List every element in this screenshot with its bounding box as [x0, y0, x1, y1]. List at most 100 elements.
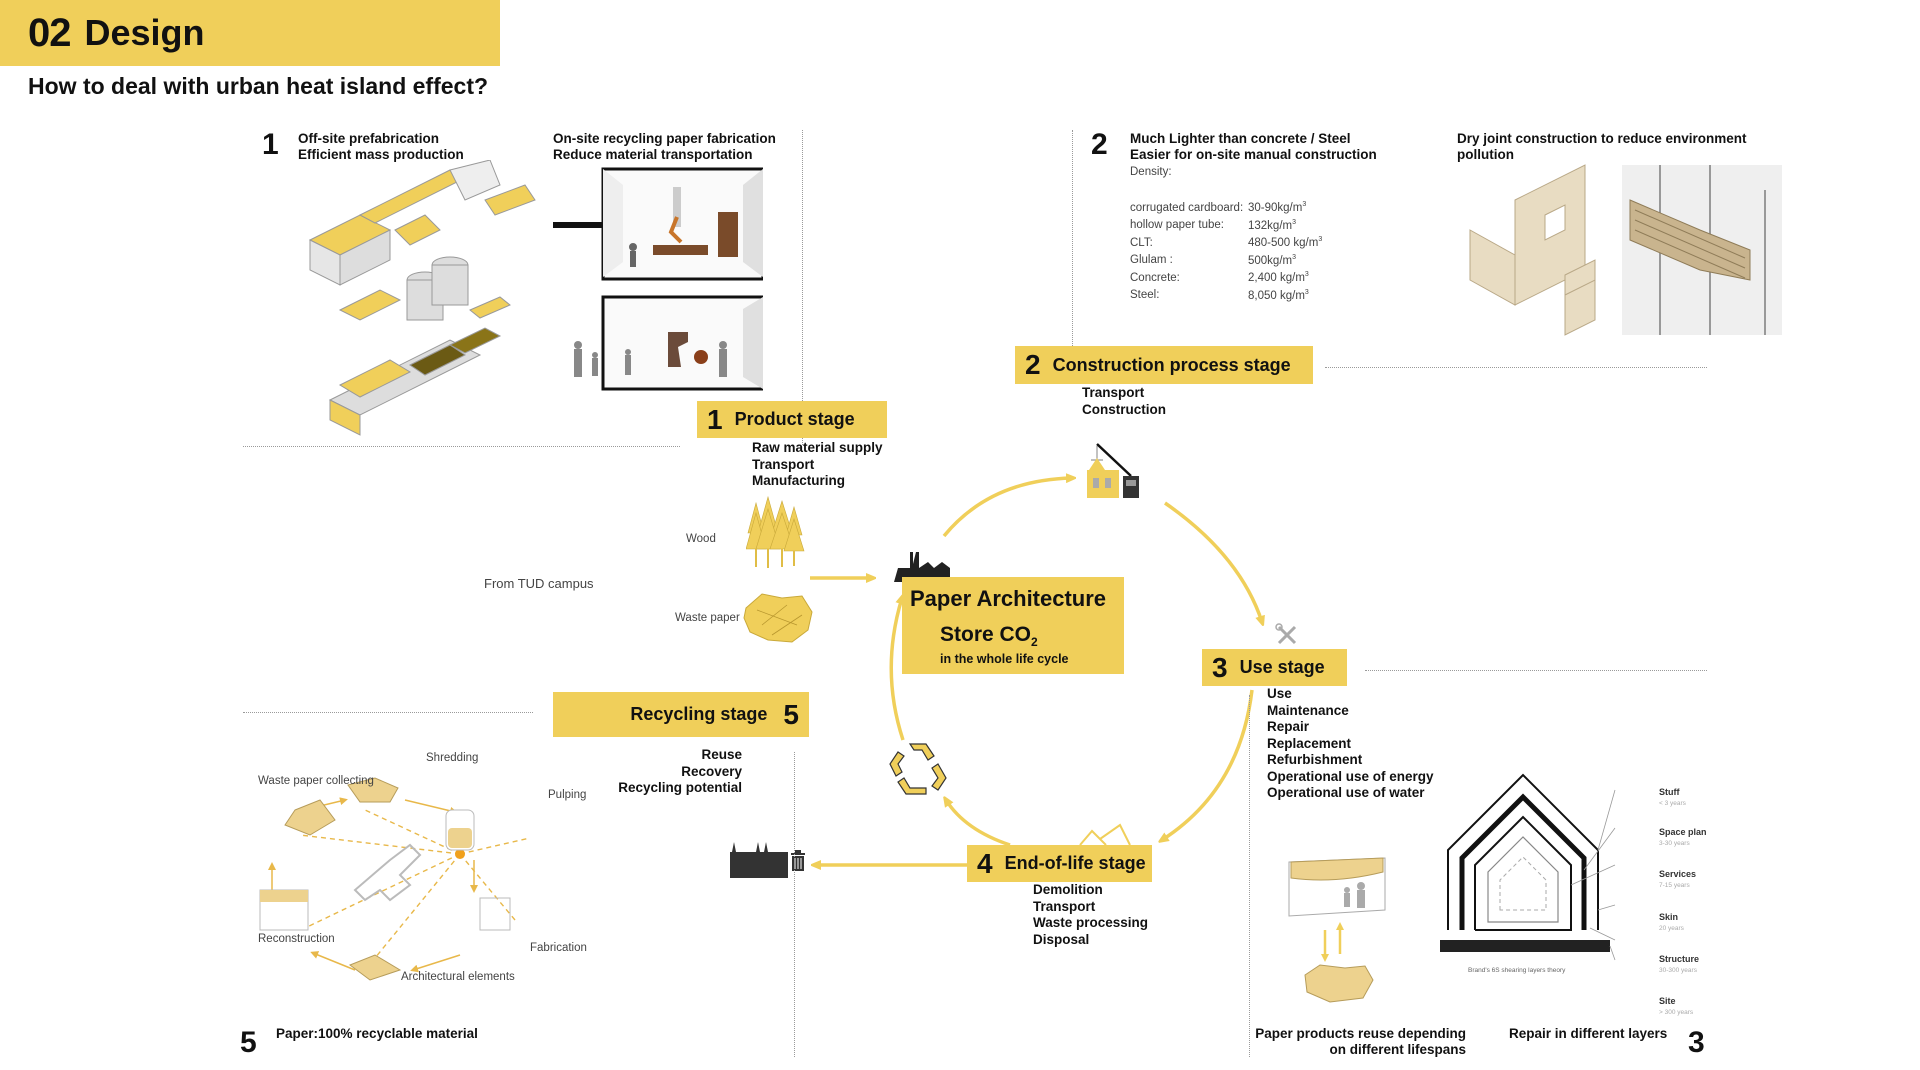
- stage-number: 4: [977, 847, 993, 879]
- stage-item: Refurbishment: [1267, 752, 1363, 767]
- section2-text: Much Lighter than concrete / Steel Easie…: [1130, 131, 1377, 163]
- stage-recycling: Recycling stage 5: [553, 692, 809, 737]
- trash-icon: [791, 850, 805, 871]
- section2-number: 2: [1091, 128, 1108, 161]
- density-row: Steel:8,050 kg/m3: [1130, 288, 1309, 302]
- stage-construction: 2 Construction process stage: [1015, 346, 1313, 384]
- stage-use-items: Use Maintenance Repair Replacement Refur…: [1267, 686, 1434, 802]
- crane-house-icon: [1087, 443, 1139, 498]
- stage-construction-items: Transport Construction: [1082, 385, 1166, 418]
- text-line: pollution: [1457, 147, 1514, 162]
- arrow-product-to-construction: [942, 478, 1072, 538]
- divider-horizontal: [243, 712, 533, 713]
- stage-item: Transport: [1082, 385, 1145, 400]
- stage-item: Transport: [1033, 898, 1096, 914]
- source-label: From TUD campus: [484, 576, 594, 591]
- stage-number: 2: [1025, 349, 1041, 380]
- stage-item: Disposal: [1033, 931, 1090, 947]
- node-architectural-elements: Architectural elements: [401, 971, 515, 983]
- stage-item: Manufacturing: [752, 473, 845, 488]
- dry-joint-text: Dry joint construction to reduce environ…: [1457, 131, 1747, 163]
- stage-product-items: Raw material supply Transport Manufactur…: [752, 440, 883, 490]
- section3-number: 3: [1688, 1026, 1705, 1059]
- demolished-roof-icon: [1079, 823, 1131, 846]
- stage-end-of-life: 4 End-of-life stage: [967, 845, 1152, 882]
- stage-product: 1 Product stage: [697, 401, 887, 438]
- stage-item: Use: [1267, 686, 1292, 701]
- node-reconstruction: Reconstruction: [258, 933, 335, 945]
- stage-title: Recycling stage: [630, 704, 768, 724]
- stage-item: Reuse: [701, 747, 742, 762]
- paper-reuse-illustration: [1288, 857, 1386, 1003]
- arrow-use-to-endoflife: [1162, 689, 1254, 840]
- stage-item: Waste processing: [1033, 915, 1149, 930]
- section1-number: 1: [262, 128, 279, 161]
- trees-icon: [746, 495, 805, 568]
- stage-item: Replacement: [1267, 735, 1352, 751]
- node-shredding: Shredding: [426, 752, 479, 764]
- text-line: Much Lighter than concrete / Steel: [1130, 131, 1351, 146]
- text-line: Easier for on-site manual construction: [1130, 147, 1377, 162]
- center-store: Store CO2: [940, 623, 1038, 650]
- stage-item: Repair: [1267, 719, 1310, 734]
- divider-vertical: [1072, 130, 1073, 350]
- section1-right-text: On-site recycling paper fabrication Redu…: [553, 131, 776, 163]
- text-line: Off-site prefabrication: [298, 131, 440, 146]
- divider-vertical: [802, 130, 803, 445]
- divider-vertical: [794, 752, 795, 1057]
- reuse-caption: Paper products reuse depending on differ…: [1251, 1026, 1466, 1058]
- recycling-footer: Paper:100% recyclable material: [276, 1026, 478, 1041]
- density-row: corrugated cardboard:30-90kg/m3: [1130, 201, 1307, 215]
- node-pulping: Pulping: [548, 789, 587, 801]
- waste-paper-label: Waste paper: [675, 612, 740, 624]
- layers-caption: Repair in different layers: [1509, 1026, 1668, 1041]
- stage-item: Recycling potential: [618, 780, 742, 795]
- stage-item: Operational use of water: [1267, 785, 1425, 800]
- density-row: CLT:480-500 kg/m3: [1130, 236, 1323, 250]
- stage-item: Operational use of energy: [1267, 768, 1434, 784]
- stage-title: End-of-life stage: [1004, 853, 1146, 873]
- center-title: Paper Architecture: [910, 586, 1107, 611]
- section1-left-text: Off-site prefabrication Efficient mass p…: [298, 131, 464, 163]
- stage-number: 3: [1212, 651, 1228, 683]
- stage-item: Raw material supply: [752, 440, 883, 455]
- arrow-construction-to-use: [1164, 501, 1262, 622]
- stage-title: Construction process stage: [1052, 354, 1291, 375]
- onsite-fabrication-illustration: [553, 167, 763, 391]
- section-number: 02: [28, 10, 71, 55]
- density-row: hollow paper tube:132kg/m3: [1130, 218, 1297, 232]
- text-line: Efficient mass production: [298, 147, 464, 162]
- stage-item: Recovery: [681, 763, 742, 779]
- dry-joint-wall-illustration: [1469, 164, 1782, 336]
- layer-stuff: Stuff< 3 years: [1659, 787, 1686, 807]
- waste-paper-icon: [743, 593, 813, 643]
- arrow-endoflife-to-recycle: [946, 800, 1011, 847]
- center-caption: in the whole life cycle: [940, 652, 1069, 666]
- section5-number: 5: [240, 1026, 257, 1059]
- density-row: Glulam :500kg/m3: [1130, 253, 1297, 267]
- center-box: Paper Architecture Store CO2 in the whol…: [902, 577, 1124, 674]
- text-line: on different lifespans: [1329, 1042, 1466, 1057]
- theory-caption: Brand's 6S shearing layers theory: [1468, 967, 1566, 974]
- stage-number: 1: [707, 403, 723, 435]
- divider-horizontal: [243, 446, 680, 447]
- divider-horizontal: [1325, 367, 1707, 368]
- stage-title: Use stage: [1239, 657, 1325, 677]
- header-bar: 02 Design: [0, 0, 500, 66]
- stage-item: Demolition: [1033, 882, 1103, 897]
- density-label: Density:: [1130, 166, 1172, 178]
- divider-horizontal: [1365, 670, 1707, 671]
- node-waste-paper-collecting: Waste paper collecting: [258, 775, 374, 787]
- page-title: Design: [84, 12, 205, 53]
- stage-recycling-items: Reuse Recovery Recycling potential: [590, 747, 742, 797]
- factory-icon: [894, 552, 950, 582]
- stage-item: Construction: [1082, 401, 1166, 417]
- layer-site: Site> 300 years: [1659, 996, 1694, 1016]
- node-fabrication: Fabrication: [530, 942, 587, 954]
- recycling-process-diagram: [259, 777, 531, 981]
- stage-item: Maintenance: [1267, 702, 1349, 718]
